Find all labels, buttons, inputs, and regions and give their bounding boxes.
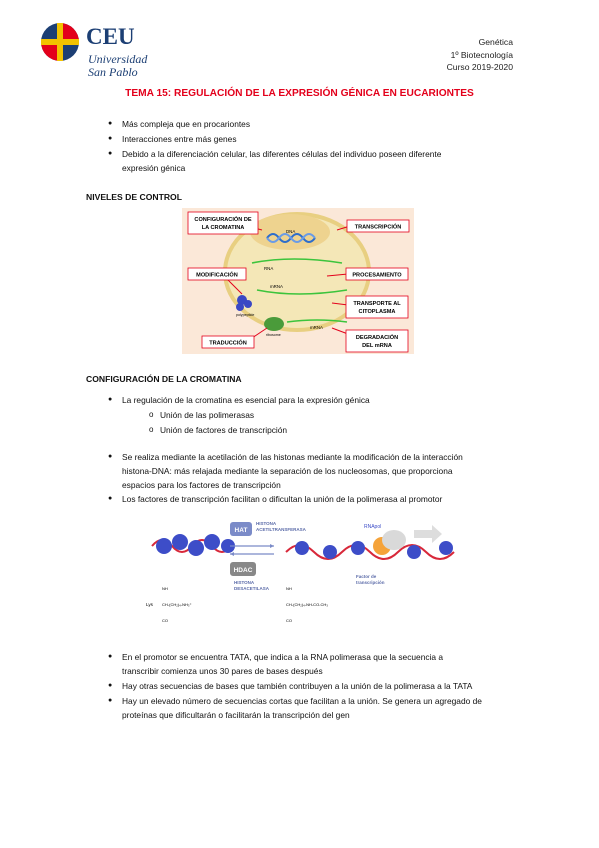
page-title: TEMA 15: REGULACIÓN DE LA EXPRESIÓN GÉNI… <box>125 88 474 99</box>
header-year: Curso 2019-2020 <box>446 62 513 73</box>
header-course: 1º Biotecnología <box>450 49 513 60</box>
sub-list-item: Unión de las polimerasas <box>160 410 255 420</box>
promoter-list: ● En el promotor se encuentra TATA, que … <box>0 650 599 726</box>
list-item-cont: espacios para los factores de transcripc… <box>122 480 281 490</box>
hdac-name2: DESACETILASA <box>234 586 270 591</box>
sub-bullet-icon: o <box>149 425 154 434</box>
chem-left: CH-(CH₂)₄-NH₃⁺ <box>162 602 192 607</box>
header-subject: Genética <box>478 37 513 47</box>
nh-right: NH <box>286 586 292 591</box>
list-item: Debido a la diferenciación celular, las … <box>122 149 442 159</box>
bullet-icon: ● <box>108 120 113 127</box>
bullet-icon: ● <box>108 495 113 502</box>
bullet-icon: ● <box>108 697 113 704</box>
list-item: En el promotor se encuentra TATA, que in… <box>122 652 444 662</box>
bullet-icon: ● <box>108 135 113 142</box>
label-modification: MODIFICACIÓN <box>196 271 238 279</box>
acetylation-list: ● Se realiza mediante la acetilación de … <box>0 450 599 510</box>
label-rna: RNA <box>264 266 273 271</box>
label-chromatin: CONFIGURACIÓN DE <box>194 215 251 223</box>
label-mrna-cyto: mRNA <box>310 325 323 330</box>
factor-label1: Factor de <box>356 574 377 579</box>
list-item-cont: histona-DNA: más relajada mediante la se… <box>122 466 453 476</box>
histone-acetylation-diagram: HAT HISTONA ACETILTRANSFERASA HDAC HISTO… <box>146 521 455 623</box>
bullet-icon: ● <box>108 150 113 157</box>
chem-right: CH-(CH₂)₄-NH-CO-CH₃ <box>286 602 328 607</box>
list-item: Se realiza mediante la acetilación de la… <box>122 452 463 462</box>
hdac-label: HDAC <box>234 567 253 574</box>
chromatin-list: ● La regulación de la cromatina es esenc… <box>0 393 599 437</box>
label-translation: TRADUCCIÓN <box>209 339 247 347</box>
label-chromatin2: LA CROMATINA <box>202 225 245 231</box>
bullet-icon: ● <box>108 453 113 460</box>
list-item: La regulación de la cromatina es esencia… <box>122 395 370 405</box>
section-heading-cromatina: CONFIGURACIÓN DE LA CROMATINA <box>86 374 242 384</box>
hdac-name1: HISTONA <box>234 580 255 585</box>
list-item: Interacciones entre más genes <box>122 134 237 144</box>
label-dna: DNA <box>286 229 295 234</box>
list-item-cont: proteínas que dificultarán o facilitarán… <box>122 710 350 720</box>
label-transport: TRANSPORTE AL <box>353 301 401 307</box>
factor-label2: transcripción <box>356 580 385 585</box>
label-processing: PROCESAMIENTO <box>352 273 402 279</box>
control-levels-diagram: CONFIGURACIÓN DE LA CROMATINA TRANSCRIPC… <box>182 208 414 354</box>
list-item-cont: expresión génica <box>122 163 186 173</box>
sub-list-item: Unión de factores de transcripción <box>160 425 288 435</box>
logo-main: CEU <box>86 24 135 49</box>
label-transport2: CITOPLASMA <box>359 309 396 315</box>
list-item: Más compleja que en procariontes <box>122 119 251 129</box>
intro-list: ● Más compleja que en procariontes ● Int… <box>0 117 599 177</box>
nh-left: NH <box>162 586 168 591</box>
label-polypeptide: polypeptide <box>236 313 254 317</box>
list-item-cont: transcribir comienza unos 30 pares de ba… <box>122 666 323 676</box>
label-transcription: TRANSCRIPCIÓN <box>355 223 402 231</box>
section-heading-niveles: NIVELES DE CONTROL <box>86 192 182 202</box>
co-left: CO <box>162 618 168 623</box>
logo-sub1: Universidad <box>88 52 148 66</box>
label-ribosome: ribosome <box>266 333 281 337</box>
bullet-icon: ● <box>108 396 113 403</box>
list-item: Los factores de transcripción facilitan … <box>122 494 443 504</box>
hat-label: HAT <box>235 527 248 534</box>
co-right: CO <box>286 618 292 623</box>
list-item: Hay otras secuencias de bases que tambié… <box>122 681 473 691</box>
sub-bullet-icon: o <box>149 410 154 419</box>
hat-name2: ACETILTRANSFERASA <box>256 527 307 532</box>
ceu-logo: CEU Universidad San Pablo <box>40 22 180 82</box>
label-mrna-nucleus: mRNA <box>270 284 283 289</box>
label-degradation: DEGRADACIÓN <box>356 333 398 341</box>
bullet-icon: ● <box>108 682 113 689</box>
hat-name1: HISTONA <box>256 521 277 526</box>
lys-label: Lys <box>146 602 154 607</box>
header-info: Genética 1º Biotecnología Curso 2019-202… <box>447 36 513 74</box>
logo-sub2: San Pablo <box>88 65 138 79</box>
bullet-icon: ● <box>108 653 113 660</box>
ceu-shield-icon <box>41 23 79 61</box>
label-degradation2: DEL mRNA <box>362 343 392 349</box>
rnapol-label: RNApol <box>364 524 381 530</box>
list-item: Hay un elevado número de secuencias cort… <box>122 696 482 706</box>
